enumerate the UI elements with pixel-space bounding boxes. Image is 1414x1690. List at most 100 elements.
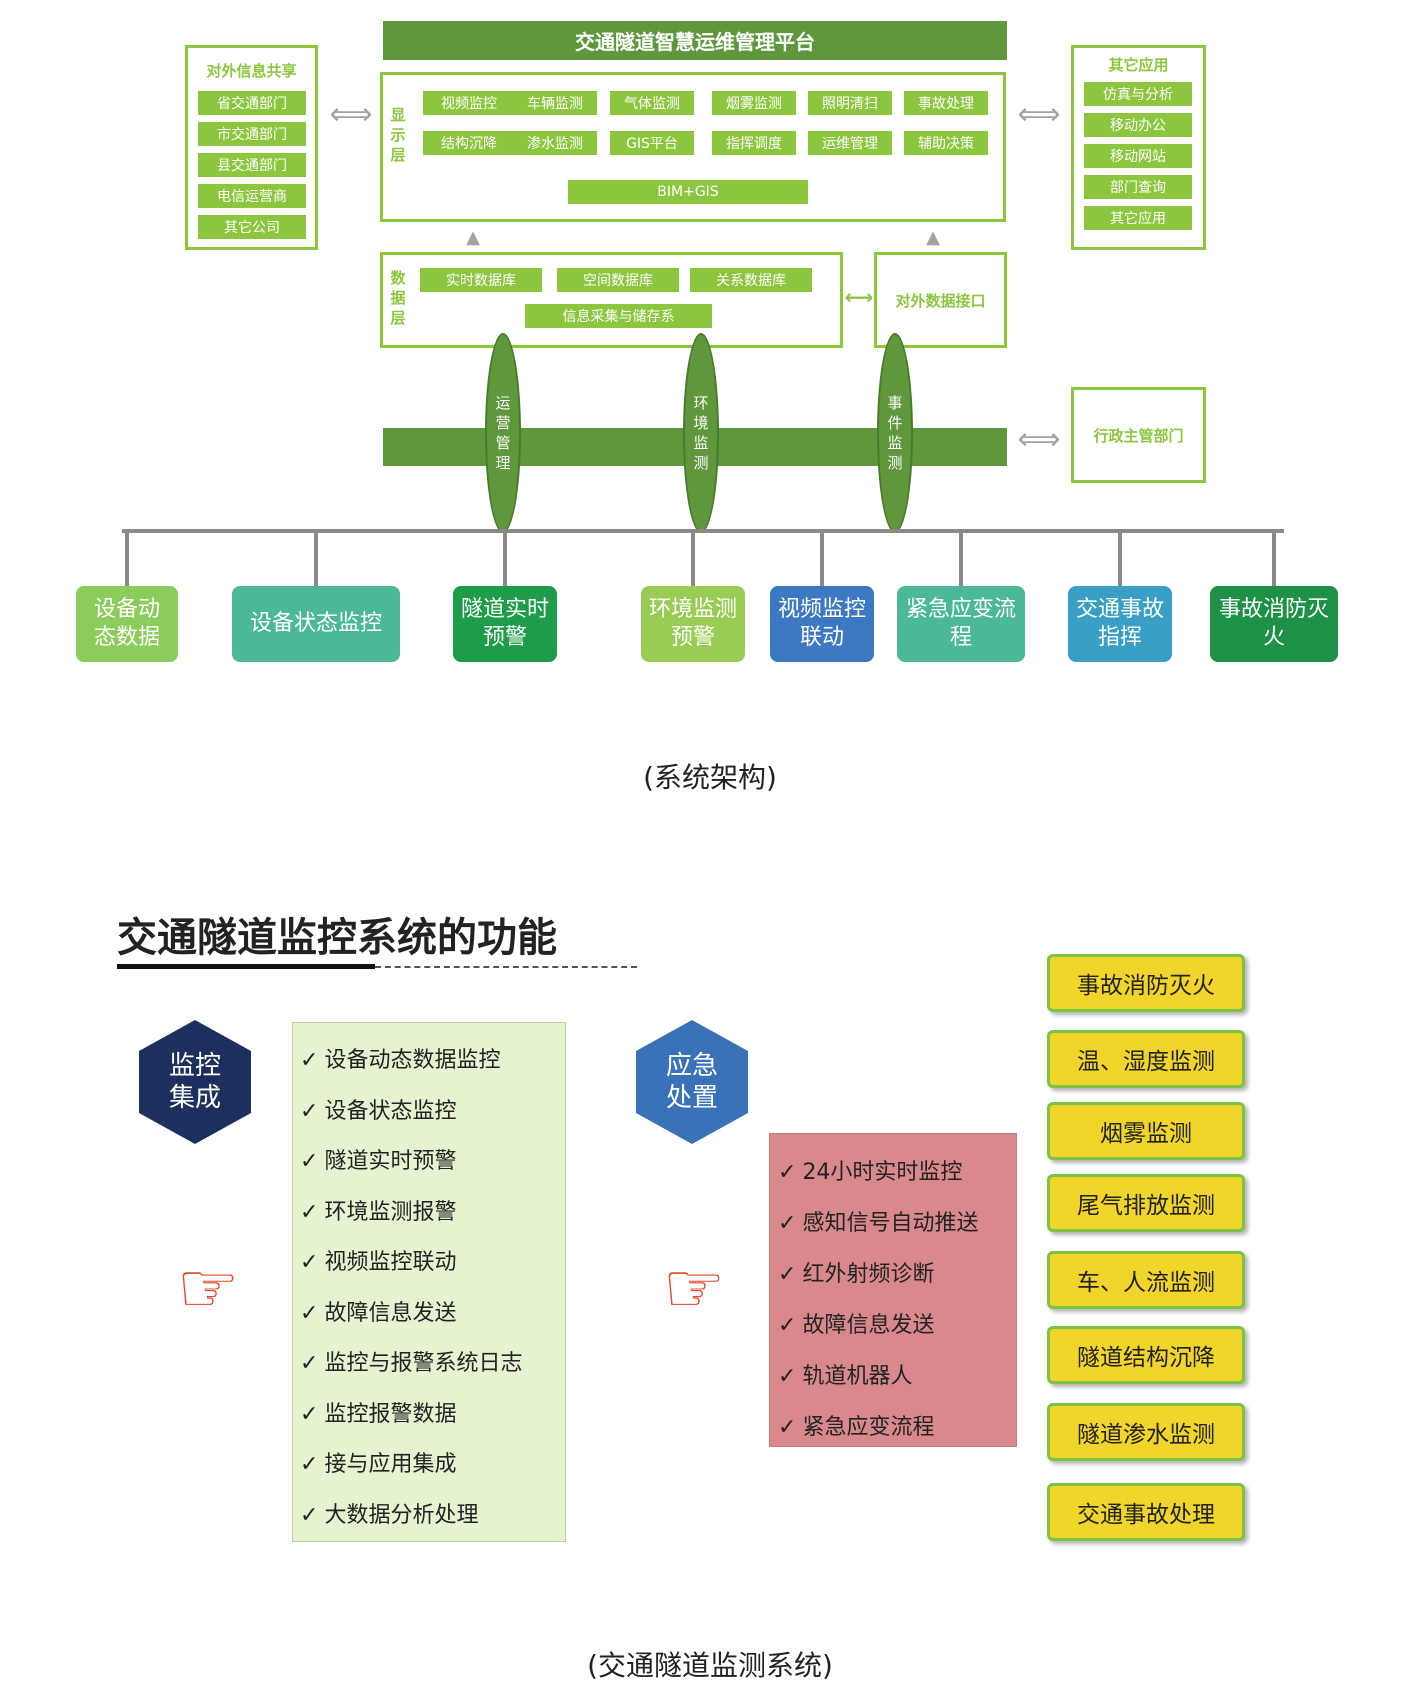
right-apps-item: 其它应用 — [1084, 206, 1192, 230]
drop-line — [1272, 531, 1276, 586]
left-share-item: 市交通部门 — [198, 122, 306, 146]
bim-gis-box: BIM+GIS — [568, 180, 808, 204]
check-icon: ✓ — [778, 1160, 797, 1185]
monitor-function-box: 尾气排放监测 — [1047, 1174, 1245, 1232]
right-apps-item: 移动网站 — [1084, 144, 1192, 168]
database-box: 关系数据库 — [690, 268, 812, 292]
drop-line — [125, 531, 129, 586]
monitor-list-item: ✓设备状态监控 — [300, 1093, 562, 1125]
function-box: 环境监测预警 — [641, 586, 745, 662]
function-box: 事故消防灭火 — [1210, 586, 1338, 662]
function-box: 隧道实时预警 — [453, 586, 557, 662]
caption-monitoring-system: (交通隧道监测系统) — [587, 1649, 833, 1682]
check-icon: ✓ — [778, 1364, 797, 1389]
monitor-item-label: 设备状态监控 — [324, 1098, 457, 1124]
right-apps-title: 其它应用 — [1108, 55, 1169, 74]
display-module-box: 视频监控 — [423, 91, 515, 115]
check-icon: ✓ — [300, 1199, 319, 1225]
caption-architecture: (系统架构) — [643, 761, 777, 794]
data-layer-label: 数据层 — [390, 269, 406, 327]
emergency-list-item: ✓24小时实时监控 — [778, 1154, 1014, 1186]
check-icon: ✓ — [300, 1300, 319, 1326]
drop-line — [959, 531, 963, 586]
check-icon: ✓ — [300, 1098, 319, 1124]
monitor-list-item: ✓故障信息发送 — [300, 1295, 562, 1327]
emergency-list-panel — [769, 1133, 1017, 1447]
hex-left-label: 监控集成 — [168, 1051, 221, 1113]
display-module-box: 烟雾监测 — [712, 91, 796, 115]
monitor-list-item: ✓隧道实时预警 — [300, 1143, 562, 1175]
check-icon: ✓ — [300, 1452, 319, 1477]
monitor-function-box: 隧道结构沉降 — [1047, 1326, 1245, 1384]
pointing-hand-icon: ☞ — [662, 1247, 726, 1329]
emergency-item-label: 24小时实时监控 — [802, 1160, 963, 1185]
monitor-item-label: 故障信息发送 — [324, 1300, 457, 1326]
process-ellipse: 环境监测 — [683, 333, 719, 533]
drop-line — [820, 531, 824, 586]
emergency-item-label: 感知信号自动推送 — [802, 1211, 979, 1236]
display-module-box: 气体监测 — [610, 91, 694, 115]
monitor-function-box: 温、湿度监测 — [1047, 1030, 1245, 1088]
hex-emergency-response: 应急处置 — [636, 1020, 748, 1144]
display-module-box: 运维管理 — [808, 131, 892, 155]
check-icon: ✓ — [300, 1048, 319, 1073]
display-module-box: 辅助决策 — [904, 131, 988, 155]
collect-storage-box: 信息采集与储存系 — [525, 304, 712, 328]
functions-title: 交通隧道监控系统的功能 — [117, 915, 557, 961]
monitor-function-box: 烟雾监测 — [1047, 1102, 1245, 1160]
display-module-box: 照明清扫 — [808, 91, 892, 115]
database-box: 实时数据库 — [420, 268, 542, 292]
check-icon: ✓ — [778, 1313, 797, 1338]
emergency-item-label: 故障信息发送 — [802, 1313, 935, 1338]
monitor-list-panel — [292, 1022, 566, 1542]
check-icon: ✓ — [300, 1351, 319, 1376]
right-apps-item: 仿真与分析 — [1084, 82, 1192, 106]
emergency-list-item: ✓紧急应变流程 — [778, 1409, 1014, 1441]
distribution-line — [122, 529, 1284, 533]
process-ellipse-label: 运营管理 — [495, 394, 511, 472]
database-box: 空间数据库 — [557, 268, 679, 292]
data-layer-frame — [380, 252, 843, 348]
right-apps-item: 部门查询 — [1084, 175, 1192, 199]
process-ellipse-label: 事件监测 — [887, 394, 903, 472]
display-module-box: 车辆监测 — [513, 91, 597, 115]
monitor-list-item: ✓视频监控联动 — [300, 1244, 562, 1276]
admin-dept-box: 行政主管部门 — [1071, 387, 1206, 483]
monitor-function-box: 隧道渗水监测 — [1047, 1403, 1245, 1461]
display-module-box: GIS平台 — [610, 131, 694, 155]
platform-title: 交通隧道智慧运维管理平台 — [383, 21, 1007, 60]
check-icon: ✓ — [778, 1415, 797, 1440]
external-interface-box: 对外数据接口 — [874, 252, 1007, 348]
monitor-function-box: 事故消防灭火 — [1047, 954, 1245, 1012]
monitor-item-label: 视频监控联动 — [324, 1250, 457, 1275]
title-underline-dashed — [375, 966, 637, 968]
monitor-item-label: 环境监测报警 — [324, 1199, 457, 1225]
left-share-item: 电信运营商 — [198, 184, 306, 208]
drop-line — [1118, 531, 1122, 586]
monitor-item-label: 接与应用集成 — [324, 1452, 457, 1477]
monitor-list-item: ✓设备动态数据监控 — [300, 1042, 562, 1074]
emergency-item-label: 轨道机器人 — [802, 1364, 913, 1389]
admin-arrow-icon: ⟺ — [1017, 422, 1061, 457]
hex-monitor-integration: 监控集成 — [139, 1020, 251, 1144]
check-icon: ✓ — [300, 1401, 319, 1427]
left-share-item: 县交通部门 — [198, 153, 306, 177]
check-icon: ✓ — [300, 1149, 319, 1174]
display-module-box: 渗水监测 — [513, 131, 597, 155]
monitor-function-box: 交通事故处理 — [1047, 1483, 1245, 1541]
function-box: 设备动态数据 — [76, 586, 178, 662]
hex-right-label: 应急处置 — [665, 1051, 718, 1113]
function-box: 视频监控联动 — [770, 586, 874, 662]
display-layer-label: 显示层 — [390, 106, 406, 164]
check-icon: ✓ — [778, 1211, 797, 1236]
drop-line — [503, 531, 507, 586]
monitor-list-item: ✓监控与报警系统日志 — [300, 1345, 562, 1377]
monitor-item-label: 大数据分析处理 — [324, 1502, 479, 1528]
right-apps-item: 移动办公 — [1084, 113, 1192, 137]
emergency-item-label: 紧急应变流程 — [802, 1415, 935, 1440]
monitor-list-item: ✓大数据分析处理 — [300, 1497, 562, 1529]
drop-line — [314, 531, 318, 586]
function-box: 交通事故指挥 — [1068, 586, 1172, 662]
left-share-title: 对外信息共享 — [206, 61, 297, 80]
check-icon: ✓ — [778, 1262, 797, 1287]
